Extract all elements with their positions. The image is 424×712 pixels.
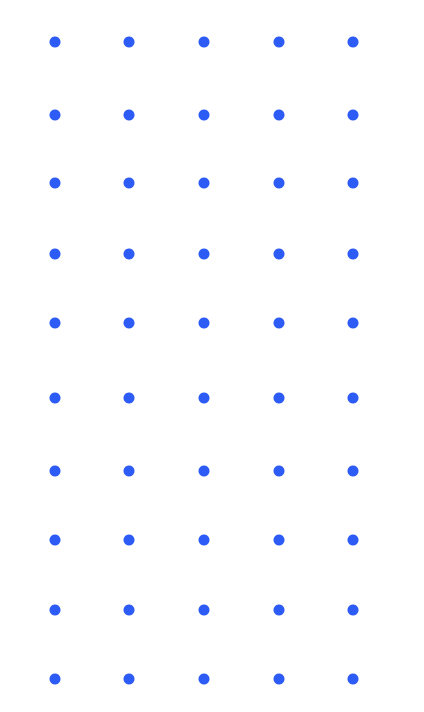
- dot-r10-c5: [347, 673, 359, 685]
- dot-r2-c4: [273, 109, 285, 121]
- dot-r7-c5: [347, 465, 359, 477]
- dot-r1-c2: [123, 36, 135, 48]
- dot-r6-c3: [198, 392, 210, 404]
- dot-r3-c4: [273, 177, 285, 189]
- dot-r4-c1: [49, 248, 61, 260]
- dot-r8-c4: [273, 534, 285, 546]
- dot-r4-c2: [123, 248, 135, 260]
- dot-r6-c4: [273, 392, 285, 404]
- dot-r3-c3: [198, 177, 210, 189]
- dot-r8-c3: [198, 534, 210, 546]
- dot-r6-c2: [123, 392, 135, 404]
- dot-r4-c4: [273, 248, 285, 260]
- dot-r7-c4: [273, 465, 285, 477]
- dot-r1-c5: [347, 36, 359, 48]
- dot-r8-c2: [123, 534, 135, 546]
- dot-r6-c5: [347, 392, 359, 404]
- dot-r5-c5: [347, 317, 359, 329]
- dot-r9-c2: [123, 604, 135, 616]
- dot-r10-c1: [49, 673, 61, 685]
- dot-r7-c1: [49, 465, 61, 477]
- dot-r6-c1: [49, 392, 61, 404]
- dot-r3-c5: [347, 177, 359, 189]
- dot-r5-c1: [49, 317, 61, 329]
- dot-r10-c4: [273, 673, 285, 685]
- dot-r1-c1: [49, 36, 61, 48]
- dot-r9-c5: [347, 604, 359, 616]
- dot-r9-c1: [49, 604, 61, 616]
- dot-r3-c2: [123, 177, 135, 189]
- dot-r3-c1: [49, 177, 61, 189]
- dot-r1-c3: [198, 36, 210, 48]
- dot-r2-c2: [123, 109, 135, 121]
- dot-r4-c3: [198, 248, 210, 260]
- dot-r7-c2: [123, 465, 135, 477]
- dot-r8-c1: [49, 534, 61, 546]
- dot-r7-c3: [198, 465, 210, 477]
- dot-r5-c2: [123, 317, 135, 329]
- dot-r5-c3: [198, 317, 210, 329]
- dot-r4-c5: [347, 248, 359, 260]
- dot-r2-c3: [198, 109, 210, 121]
- dot-r5-c4: [273, 317, 285, 329]
- dot-r8-c5: [347, 534, 359, 546]
- dot-r10-c3: [198, 673, 210, 685]
- dot-r2-c1: [49, 109, 61, 121]
- dot-r1-c4: [273, 36, 285, 48]
- dot-r10-c2: [123, 673, 135, 685]
- dot-r9-c4: [273, 604, 285, 616]
- dot-r9-c3: [198, 604, 210, 616]
- dot-r2-c5: [347, 109, 359, 121]
